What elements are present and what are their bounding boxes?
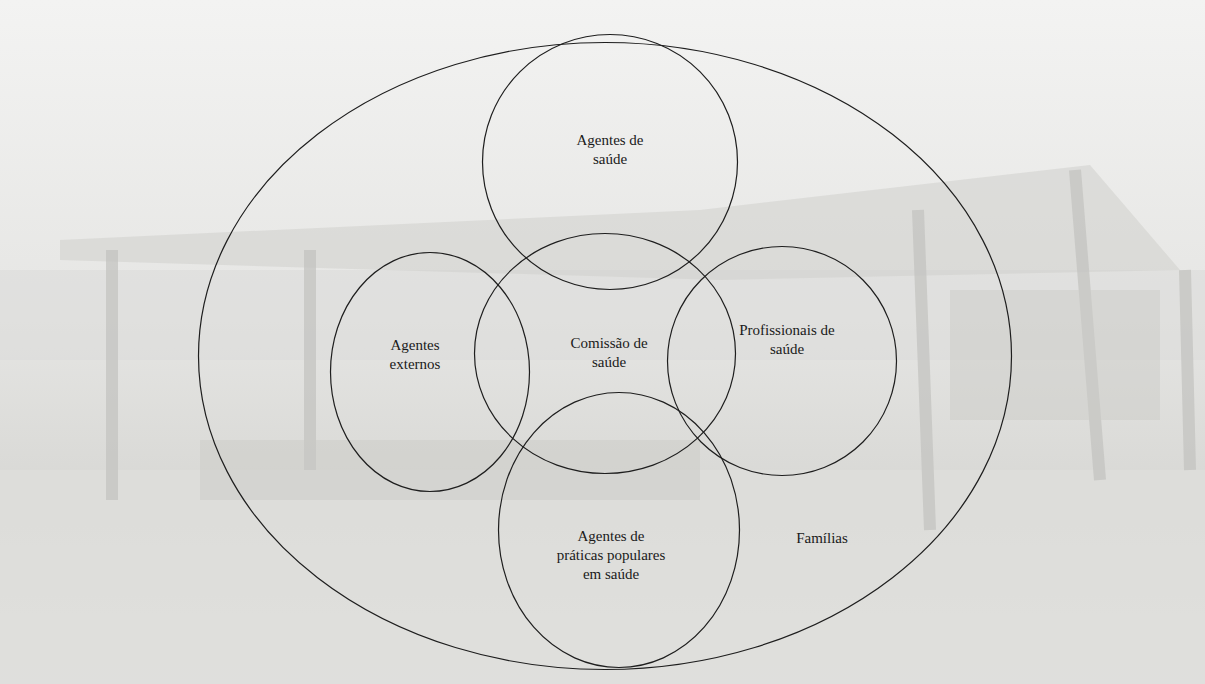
group-circle-outline [667,246,897,476]
outline-shape [199,43,1012,670]
group-circle: Agentes de saúde [482,34,738,290]
node-label: Profissionais de saúde [737,321,837,359]
group-circle: Agentes externos [330,252,530,492]
group-circle: Profissionais de saúde [667,246,897,476]
outline-shape [499,393,740,668]
outline-shape [668,247,897,476]
node-label: Agentes de saúde [565,131,655,169]
node-label: Agentes de práticas populares em saúde [556,527,666,583]
family-ellipse: Famílias Agentes de saúdeAgentes externos… [198,42,1012,670]
node-label: Famílias [777,529,867,548]
outline-shape [331,253,530,492]
node-label: Comissão de saúde [564,334,654,372]
node-label: Agentes externos [375,336,455,374]
group-circle: Agentes de práticas populares em saúde [498,392,740,668]
outline-shape [483,35,738,290]
